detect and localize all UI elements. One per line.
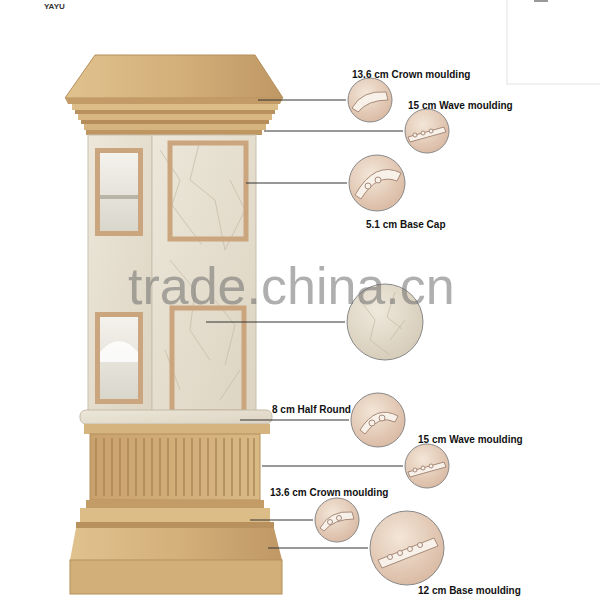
part-label: 13.6 cm Crown moulding: [352, 69, 470, 81]
part-label: 15 cm Wave moulding: [408, 100, 513, 112]
part-label: 15 cm Wave moulding: [418, 434, 523, 446]
part-label: 5.1 cm Base Cap: [366, 219, 446, 231]
part-label: 12 cm Base moulding: [418, 585, 521, 597]
part-label: 13.6 cm Crown moulding: [270, 487, 388, 499]
watermark: trade.china.cn: [128, 256, 455, 316]
brand-logo: YAYU: [44, 1, 65, 13]
part-label: 8 cm Half Round: [272, 404, 351, 416]
